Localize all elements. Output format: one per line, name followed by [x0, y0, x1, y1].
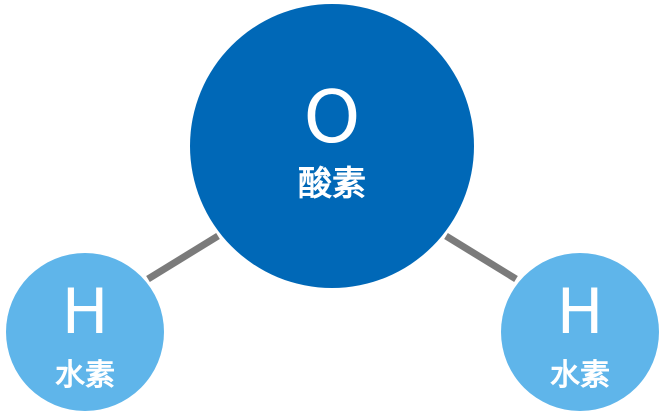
hydrogen-left-symbol: H	[62, 275, 109, 348]
hydrogen-atom-right: H 水素	[501, 253, 659, 411]
bond-left	[146, 233, 220, 282]
bond-right	[444, 233, 518, 282]
hydrogen-left-name: 水素	[55, 358, 115, 393]
oxygen-name: 酸素	[298, 164, 366, 204]
oxygen-circle	[190, 4, 474, 288]
hydrogen-left-circle	[6, 253, 164, 411]
hydrogen-right-symbol: H	[557, 275, 604, 348]
hydrogen-right-circle	[501, 253, 659, 411]
hydrogen-right-name: 水素	[550, 358, 610, 393]
hydrogen-atom-left: H 水素	[6, 253, 164, 411]
oxygen-atom: O 酸素	[190, 4, 474, 288]
oxygen-symbol: O	[304, 75, 361, 159]
